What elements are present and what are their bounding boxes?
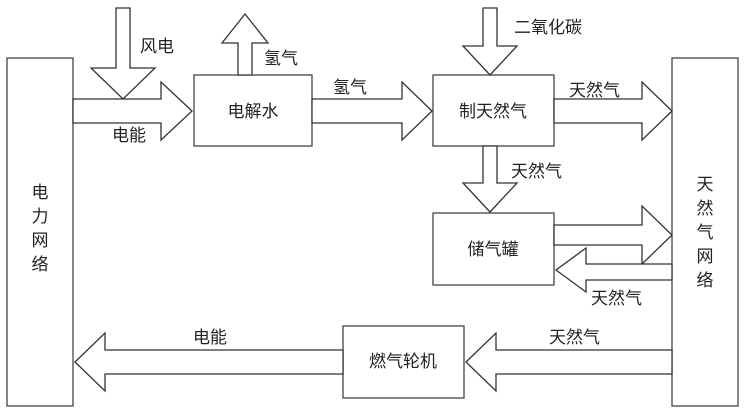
carbon-dioxide-arrow	[463, 8, 517, 75]
methanation-label: 制天然气	[459, 102, 527, 122]
power-grid-label-char-4: 络	[32, 255, 49, 275]
gas-turbine-label: 燃气轮机	[369, 352, 437, 372]
gas-grid-label-char-3: 气	[697, 223, 714, 243]
electric-energy-out-label: 电能	[193, 328, 227, 348]
gas-grid-label-char-5: 络	[697, 271, 714, 291]
tank-to-gas-grid-arrow	[554, 206, 672, 264]
power-grid-label-char-3: 网	[32, 231, 49, 251]
wind-power-label: 风电	[140, 37, 174, 57]
gas-grid-to-tank-arrow	[556, 248, 672, 292]
gas-grid-label-char-4: 网	[697, 247, 714, 267]
gas-tank-label: 储气罐	[468, 240, 519, 260]
hydrogen-label: 氢气	[333, 78, 367, 98]
gas-grid-label-char-1: 天	[697, 175, 714, 195]
hydrogen-out-label: 氢气	[264, 49, 298, 69]
electric-energy-in-label: 电能	[112, 126, 146, 146]
power-grid-label-char-2: 力	[32, 207, 49, 227]
hydrogen-out-arrow	[222, 14, 268, 75]
natural-gas-to-grid-label: 天然气	[569, 81, 620, 101]
natural-gas-from-grid-to-tank-label: 天然气	[591, 289, 642, 309]
hydrogen-arrow	[312, 82, 432, 140]
natural-gas-to-tank-arrow	[463, 146, 517, 212]
carbon-dioxide-label: 二氧化碳	[514, 18, 582, 38]
natural-gas-to-tank-label: 天然气	[511, 162, 562, 182]
power-grid-label-char-1: 电	[32, 183, 49, 203]
natural-gas-to-turbine-label: 天然气	[549, 328, 600, 348]
electrolysis-label: 电解水	[228, 102, 279, 122]
gas-grid-label-char-2: 然	[697, 199, 714, 219]
